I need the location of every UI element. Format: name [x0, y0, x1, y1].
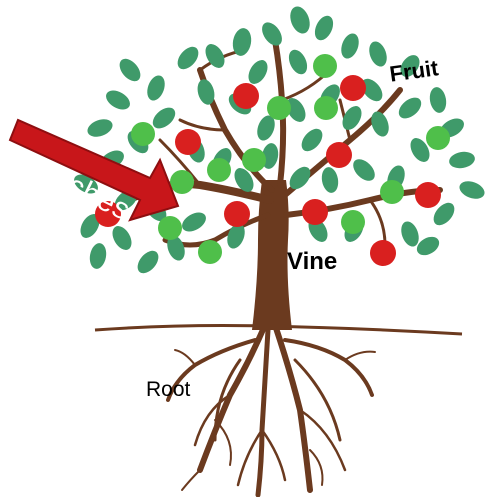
root-label: Root [146, 378, 190, 402]
vine-label: Vine [287, 248, 337, 276]
roots [168, 325, 375, 495]
